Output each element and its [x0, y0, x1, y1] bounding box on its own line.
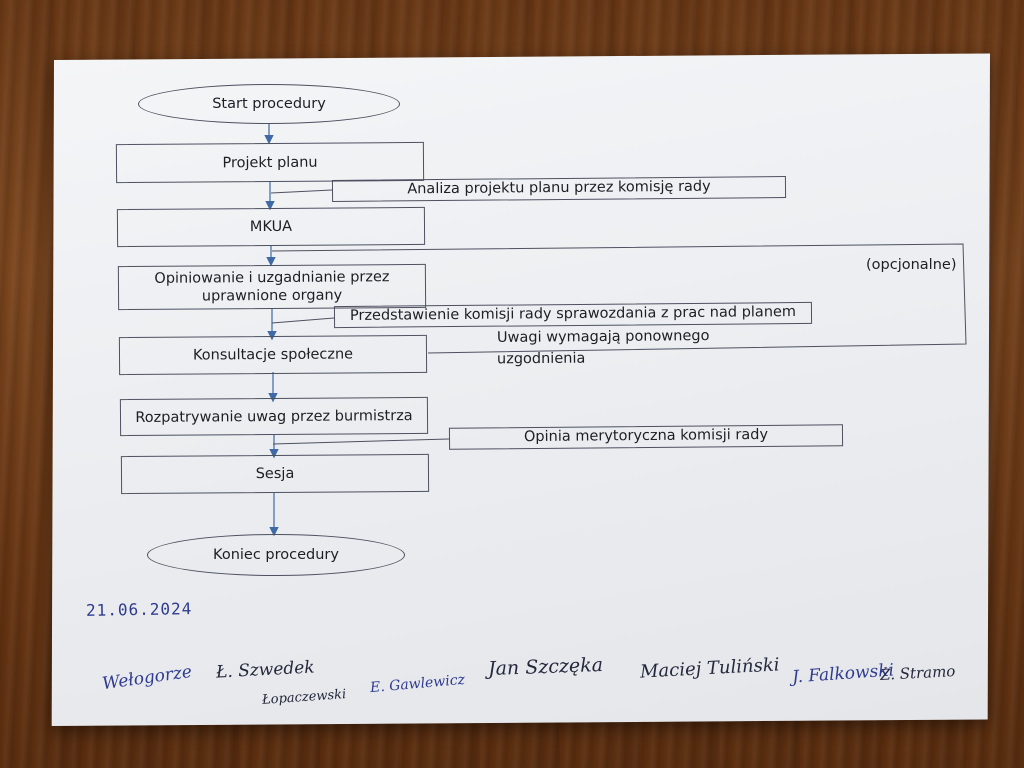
signature-3: Łopaczewski	[262, 687, 347, 708]
step-konsultacje-label: Konsultacje społeczne	[192, 346, 354, 364]
signature-2: Ł. Szwedek	[216, 657, 316, 682]
paper-sheet	[51, 53, 990, 727]
note-opinia: Opinia merytoryczna komisji rady	[448, 424, 844, 450]
link-analiza	[270, 189, 333, 194]
signature-4-text: E. Gawlewicz	[369, 671, 466, 697]
signature-5-text: Jan Szczęka	[487, 654, 604, 680]
signature-7: J. Falkowski	[791, 660, 894, 687]
loop-back-line	[271, 243, 967, 354]
link-opinia	[272, 438, 450, 445]
step-projekt-planu: Projekt planu	[115, 141, 425, 184]
signature-8-text: Z. Stramo	[879, 662, 956, 684]
loop-optional-text: (opcjonalne)	[866, 257, 957, 273]
end-label: Koniec procedury	[213, 547, 339, 563]
step-mkua: MKUA	[116, 206, 426, 248]
note-analiza: Analiza projektu planu przez komisję rad…	[331, 176, 787, 202]
signature-4: E. Gawlewicz	[369, 672, 465, 696]
note-opinia-label: Opinia merytoryczna komisji rady	[523, 426, 769, 446]
loop-condition-text1: Uwagi wymagają ponownego	[496, 328, 710, 346]
step-rozpatrywanie-label: Rozpatrywanie uwag przez burmistrza	[135, 407, 413, 426]
signature-2-text: Ł. Szwedek	[215, 657, 316, 683]
start-label: Start procedury	[212, 96, 326, 112]
step-konsultacje: Konsultacje społeczne	[118, 334, 428, 376]
step-opiniowanie-label: Opiniowanie i uzgadnianie przez uprawnio…	[154, 269, 390, 305]
signature-7-text: J. Falkowski	[791, 660, 895, 688]
signature-6-text: Maciej Tuliński	[639, 654, 781, 683]
step-opiniowanie: Opiniowanie i uzgadnianie przez uprawnio…	[117, 263, 427, 311]
loop-condition-line2: uzgodnienia	[497, 350, 585, 370]
signature-8: Z. Stramo	[880, 662, 956, 684]
start-node: Start procedury	[138, 84, 400, 124]
loop-optional-label: (opcjonalne)	[866, 256, 956, 275]
step-sesja: Sesja	[120, 453, 430, 495]
signature-3-text: Łopaczewski	[261, 687, 347, 708]
loop-condition-text2: uzgodnienia	[496, 350, 586, 368]
step-sesja-label: Sesja	[255, 465, 295, 483]
link-przedstawienie	[271, 317, 335, 324]
signature-1-text: Wełogorze	[101, 661, 194, 695]
signature-5: Jan Szczęka	[488, 654, 604, 680]
step-mkua-label: MKUA	[249, 218, 293, 236]
date-text: 21.06.2024	[85, 599, 193, 620]
signature-1: Wełogorze	[101, 662, 193, 694]
step-projekt-label: Projekt planu	[222, 154, 318, 171]
note-przedstawienie: Przedstawienie komisji rady sprawozdania…	[333, 301, 813, 329]
handwritten-date: 21.06.2024	[86, 599, 193, 620]
note-analiza-label: Analiza projektu planu przez komisję rad…	[407, 178, 711, 198]
note-przedstawienie-label: Przedstawienie komisji rady sprawozdania…	[349, 304, 797, 324]
loop-condition-line1: Uwagi wymagają ponownego	[497, 327, 710, 348]
end-node: Koniec procedury	[147, 534, 405, 576]
step-rozpatrywanie: Rozpatrywanie uwag przez burmistrza	[119, 396, 429, 437]
signature-6: Maciej Tuliński	[640, 654, 780, 682]
